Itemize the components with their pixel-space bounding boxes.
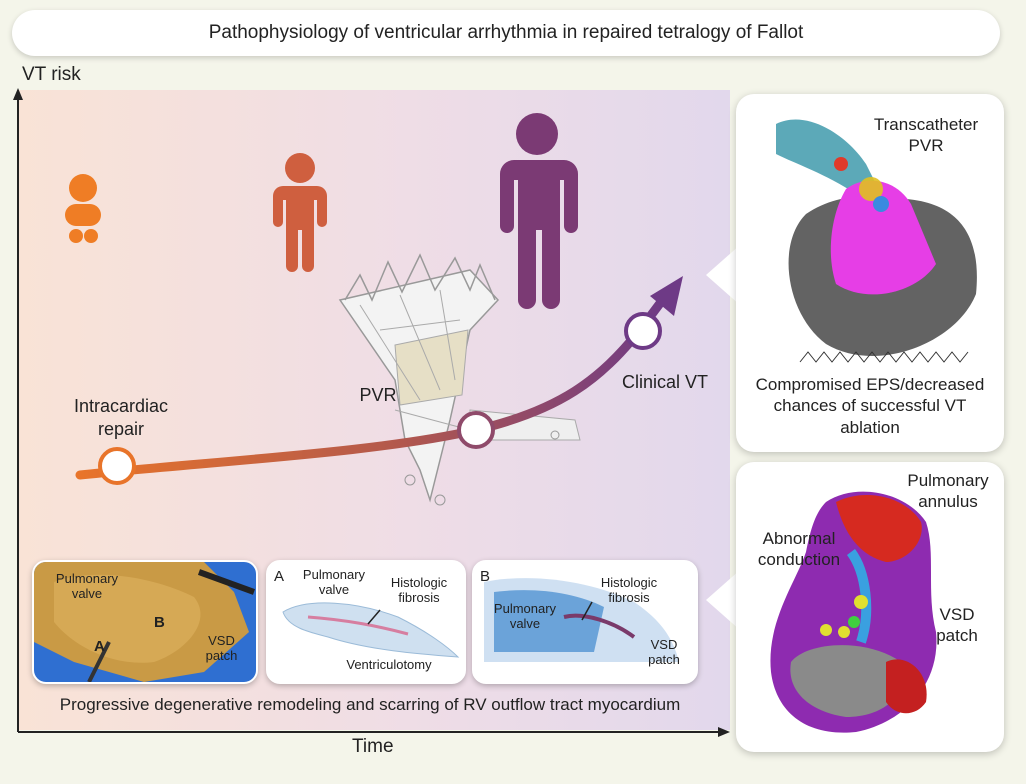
label-intracardiac-repair: Intracardiac repair (73, 396, 169, 439)
x-axis-label: Time (352, 736, 394, 757)
inset2-label-ventriculotomy: Ventriculotomy (346, 657, 432, 672)
callout-pointer-top (706, 245, 740, 305)
inset1-letter-a: A (94, 638, 105, 655)
panel-transcatheter-pvr: Transcatheter PVR Compromised EPS/decrea… (736, 94, 1004, 452)
label-abnormal-conduction: Abnormal conduction (757, 529, 841, 570)
inset3-label-pulmonary-valve: Pulmonary valve (493, 601, 557, 631)
callout-pointer-bottom (706, 570, 740, 630)
specimen-image (34, 562, 256, 682)
histology-b-image (484, 578, 679, 662)
inset3-label-vsd-patch: VSD patch (648, 637, 680, 667)
milestone-node-pvr (457, 411, 495, 449)
label-vsd-patch-right: VSD patch (936, 605, 978, 646)
milestone-node-repair (98, 447, 136, 485)
adult-icon (500, 113, 578, 309)
vt-risk-curve (75, 276, 683, 485)
inset-histology-a: A Pulmonary valve Histologic fibrosis Ve… (266, 560, 466, 684)
y-axis-label: VT risk (22, 64, 81, 85)
label-pvr: PVR (359, 385, 397, 405)
label-clinical-vt: Clinical VT (621, 372, 709, 392)
axes (13, 88, 730, 737)
caption-compromised-eps: Compromised EPS/decreased chances of suc… (755, 375, 985, 437)
panel-abnormal-conduction-map: Pulmonary annulus Abnormal conduction VS… (736, 462, 1004, 752)
inset2-label-histologic-fibrosis: Histologic fibrosis (390, 575, 448, 605)
inset-histology-b: B Pulmonary valve Histologic fibrosis VS… (472, 560, 698, 684)
inset1-letter-b: B (154, 614, 165, 631)
inset1-label-pulmonary-valve: Pulmonary valve (55, 571, 119, 601)
inset3-letter-b: B (480, 568, 491, 585)
inset1-label-vsd-patch: VSD patch (205, 633, 238, 663)
inset-gross-specimen: A B Pulmonary valve VSD patch (32, 560, 258, 684)
label-pulmonary-annulus: Pulmonary annulus (907, 471, 989, 512)
inset3-label-histologic-fibrosis: Histologic fibrosis (600, 575, 658, 605)
milestone-node-clinical-vt (624, 312, 662, 350)
inset2-label-pulmonary-valve: Pulmonary valve (302, 567, 366, 597)
bottom-caption: Progressive degenerative remodeling and … (59, 695, 681, 714)
electroanatomic-map-top (776, 119, 977, 363)
child-icon (273, 153, 327, 272)
infant-icon (65, 174, 101, 243)
page-title: Pathophysiology of ventricular arrhythmi… (12, 10, 1000, 56)
inset2-letter-a: A (274, 568, 285, 585)
label-transcatheter-pvr: Transcatheter PVR (873, 115, 979, 156)
electroanatomic-map-bottom (770, 491, 937, 733)
histology-a-image (282, 602, 460, 658)
